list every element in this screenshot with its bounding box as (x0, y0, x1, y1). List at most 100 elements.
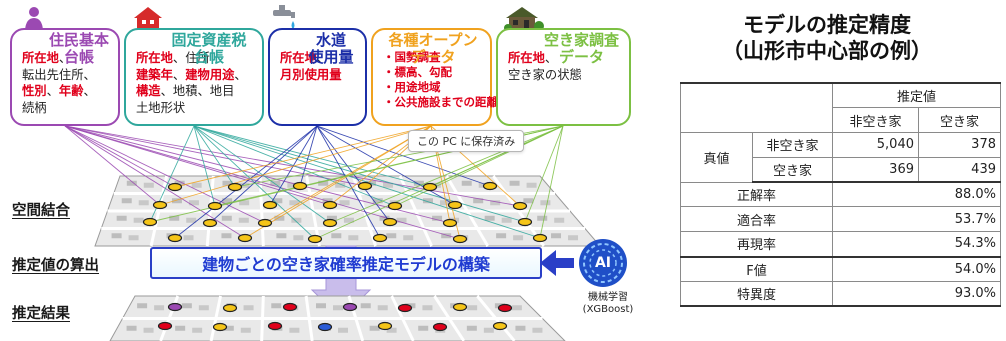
row-label: 空き家 (752, 156, 833, 184)
source-body: 所在地、空き家の状態 (508, 50, 623, 83)
building-block (238, 217, 249, 223)
metric-row: 適合率 53.7% (680, 206, 1001, 233)
building-block (348, 235, 359, 241)
connection-line (193, 125, 431, 188)
machine-learning-caption: 機械学習(XGBoost) (582, 292, 634, 315)
building-block (272, 198, 283, 204)
building-marker (202, 218, 218, 228)
metric-value: 54.0% (832, 255, 1001, 282)
source-title: 空き家調査データ (543, 31, 619, 66)
building-block (221, 215, 232, 221)
connection-line (193, 125, 541, 239)
metric-value: 88.0% (832, 181, 1001, 208)
building-block (532, 327, 543, 333)
building-block (568, 235, 579, 241)
open-data-item: ・標高、勾配 (383, 65, 452, 79)
building-marker (512, 201, 528, 211)
building-block (515, 325, 526, 331)
accuracy-table: 推定値 非空き家 空き家 真値 非空き家 5,040 378 空き家 369 4… (680, 82, 1001, 308)
open-data-item: ・公共施設までの距離 (383, 95, 498, 109)
building-block (171, 198, 182, 204)
attribute-text: 、 (316, 51, 330, 65)
building-block (335, 182, 346, 188)
attribute-text: 、 (172, 67, 186, 82)
building-marker (227, 182, 243, 192)
connection-line (299, 125, 318, 187)
grid-road (209, 295, 223, 341)
attribute-text: 土地形状 (136, 100, 186, 115)
source-title: 住民基本台帳 (48, 31, 109, 66)
source-title: 固定資産税台帳 (171, 31, 247, 66)
metric-value: 53.7% (832, 206, 1001, 233)
building-marker (322, 200, 338, 210)
building-marker (262, 200, 278, 210)
cell-value: 439 (918, 156, 1001, 184)
building-block (133, 217, 144, 223)
row-label: 非空き家 (752, 132, 833, 158)
building-block (501, 217, 512, 223)
metric-value: 93.0% (832, 280, 1001, 308)
building-marker (292, 181, 308, 191)
col-header-vacant: 空き家 (918, 107, 1001, 134)
attribute-text: 、住所 (172, 51, 210, 65)
source-body: 所在地、月別使用量 (280, 50, 359, 83)
attribute-text: 、 (83, 84, 96, 98)
open-data-item: ・国勢調査 (383, 50, 441, 64)
attribute-text: 転出先住所、 (22, 67, 96, 82)
building-block (523, 198, 534, 204)
building-block (379, 215, 390, 221)
building-block (318, 180, 329, 186)
metric-row: 正解率 88.0% (680, 181, 1001, 208)
result-marker (492, 321, 508, 331)
ai-brain-icon (579, 239, 627, 287)
building-block (386, 233, 397, 239)
building-block (222, 180, 233, 186)
building-block (121, 198, 132, 204)
building-block (377, 305, 388, 311)
building-block (289, 327, 300, 333)
building-block (484, 215, 495, 221)
building-block (372, 198, 383, 204)
connection-line (394, 125, 564, 207)
building-block (240, 327, 251, 333)
building-block (386, 327, 397, 333)
highlighted-attribute: 年齢 (58, 84, 84, 98)
metric-row: 特異度 93.0% (680, 280, 1001, 308)
building-block (439, 200, 450, 206)
building-block (287, 182, 298, 188)
metric-label: 再現率 (680, 231, 833, 258)
building-marker (207, 201, 223, 211)
building-block (540, 200, 551, 206)
building-block (422, 198, 433, 204)
building-block (143, 327, 154, 333)
building-marker (322, 218, 338, 228)
building-block (293, 235, 304, 241)
metric-label: 正解率 (680, 181, 833, 208)
metric-row: F値 54.0% (680, 255, 1001, 282)
building-block (274, 215, 285, 221)
building-block (181, 303, 192, 309)
connection-line (64, 125, 161, 206)
result-marker (452, 302, 468, 312)
building-marker (517, 217, 533, 227)
connection-line (244, 125, 432, 239)
highlighted-attribute: 所在地 (508, 51, 545, 65)
building-block (509, 180, 520, 186)
connection-line (193, 125, 331, 224)
attribute-text: 、 (544, 51, 558, 65)
building-marker (257, 218, 273, 228)
source-box-water: 水道使用量 所在地、月別使用量 (268, 28, 367, 126)
building-block (467, 305, 478, 311)
attribute-text: 、 (234, 67, 247, 82)
highlighted-attribute: 所在地 (22, 51, 59, 65)
building-block (186, 217, 197, 223)
building-block (490, 200, 501, 206)
highlighted-attribute: 建物用途 (185, 67, 235, 82)
building-block (483, 327, 494, 333)
table-corner-cell (680, 82, 833, 134)
result-marker (167, 302, 183, 312)
metric-label: 特異度 (680, 280, 833, 308)
building-block (551, 233, 562, 239)
building-block (333, 305, 343, 311)
source-box-open-data: 各種オープンデータ ・国勢調査・標高、勾配・用途地域・公共施設までの距離 (371, 28, 498, 126)
